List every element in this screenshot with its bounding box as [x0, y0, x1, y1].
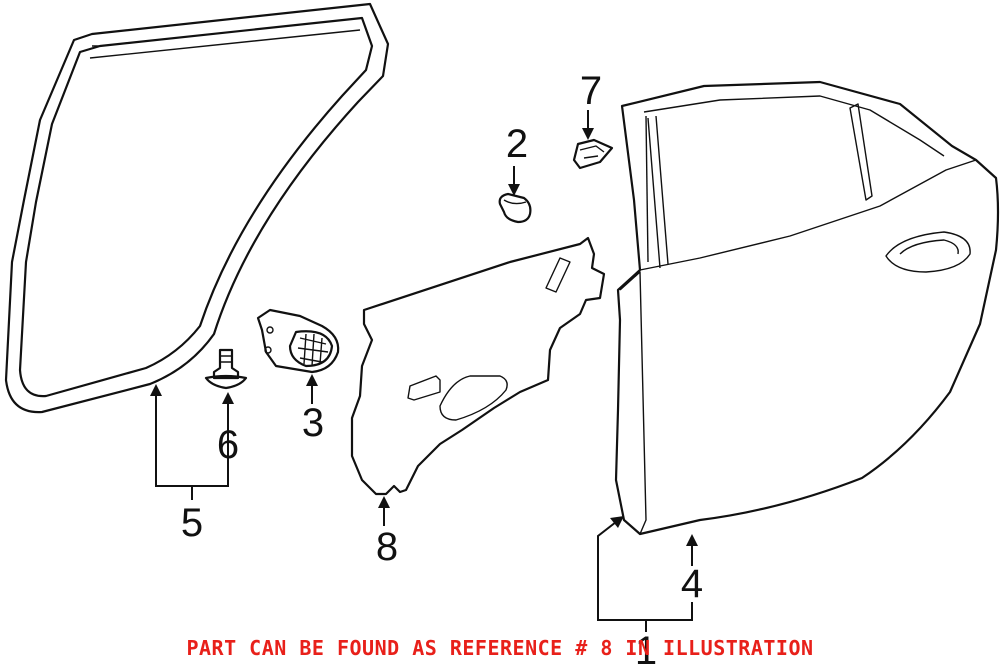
callout-3: 3: [302, 401, 324, 445]
callout-1: 1: [635, 629, 657, 670]
callout-4: 4: [681, 562, 703, 606]
callout-8: 8: [376, 525, 398, 569]
door-trim-panel: [350, 236, 606, 496]
plug-part-2: [498, 192, 532, 224]
callout-5: 5: [181, 501, 203, 545]
weatherstrip-seal: [4, 2, 390, 414]
callout-6: 6: [217, 423, 239, 467]
rear-door-shell: [614, 80, 1000, 536]
reference-note: PART CAN BE FOUND AS REFERENCE # 8 IN IL…: [186, 636, 814, 660]
speaker-part-3: [256, 308, 340, 374]
leader-lines: [150, 110, 698, 632]
clip-part-7: [572, 138, 614, 170]
callout-7: 7: [580, 69, 602, 113]
clip-part-6: [204, 348, 248, 390]
callout-2: 2: [506, 122, 528, 166]
